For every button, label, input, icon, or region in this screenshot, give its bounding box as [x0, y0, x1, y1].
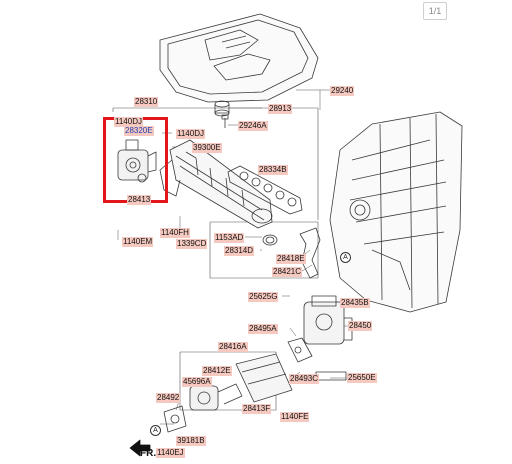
label-28310: 28310: [134, 97, 159, 107]
label-28314D: 28314D: [224, 246, 255, 256]
label-28412E: 28412E: [202, 366, 232, 376]
page-indicator: 1/1: [423, 2, 447, 20]
label-1140EJ: 1140EJ: [156, 448, 185, 458]
label-1140FH: 1140FH: [160, 228, 190, 238]
callout-a-lower: A: [150, 425, 161, 436]
callout-a-upper: A: [340, 252, 351, 263]
label-1140FE: 1140FE: [280, 412, 310, 422]
label-28418E: 28418E: [276, 254, 306, 264]
label-1153AD: 1153AD: [214, 233, 245, 243]
lower-egr-module-drawing: [303, 295, 353, 345]
label-29246A: 29246A: [238, 121, 268, 131]
coolant-hose-drawing: [315, 371, 347, 381]
label-28495A: 28495A: [248, 324, 278, 334]
label-28450: 28450: [348, 321, 373, 331]
label-39300E: 39300E: [192, 143, 222, 153]
engine-block-drawing: [329, 111, 463, 313]
label-25650E: 25650E: [347, 373, 377, 383]
label-28320E: 28320E: [124, 126, 154, 136]
flange-gasket-drawing: [163, 405, 187, 433]
label-28493C: 28493C: [289, 374, 320, 384]
egr-pipe-drawing: [262, 227, 321, 279]
label-28413F: 28413F: [242, 404, 272, 414]
grommet-drawing: [214, 100, 230, 117]
egr-cooler-drawing: [159, 139, 273, 229]
bolt-drawing: [221, 114, 229, 128]
label-1140DJ-right: 1140DJ: [176, 129, 205, 139]
label-28492: 28492: [156, 393, 181, 403]
label-25625G: 25625G: [248, 292, 279, 302]
label-45696A: 45696A: [182, 377, 212, 387]
label-39181B: 39181B: [176, 436, 206, 446]
engine-cover-drawing: [159, 13, 319, 103]
assembly-frame: [112, 107, 319, 279]
label-28334B: 28334B: [258, 165, 288, 175]
lower-cooler-drawing: [235, 353, 293, 403]
egr-valve-drawing: [117, 139, 157, 183]
label-28913: 28913: [268, 104, 293, 114]
gasket-drawing: [227, 165, 303, 215]
label-28435B: 28435B: [340, 298, 370, 308]
label-1140EM: 1140EM: [122, 237, 154, 247]
label-29240: 29240: [330, 86, 355, 96]
label-28421C: 28421C: [272, 267, 303, 277]
lower-assembly-frame: [179, 351, 277, 411]
label-28413: 28413: [127, 195, 152, 205]
label-1339CD: 1339CD: [176, 239, 208, 249]
label-1140DJ-top: 1140DJ: [114, 117, 143, 127]
square-gasket-drawing: [287, 337, 313, 363]
label-28416A: 28416A: [218, 342, 248, 352]
front-label: FR.: [140, 448, 157, 459]
front-arrow-icon: [129, 439, 151, 457]
throttle-valve-drawing: [189, 383, 243, 411]
